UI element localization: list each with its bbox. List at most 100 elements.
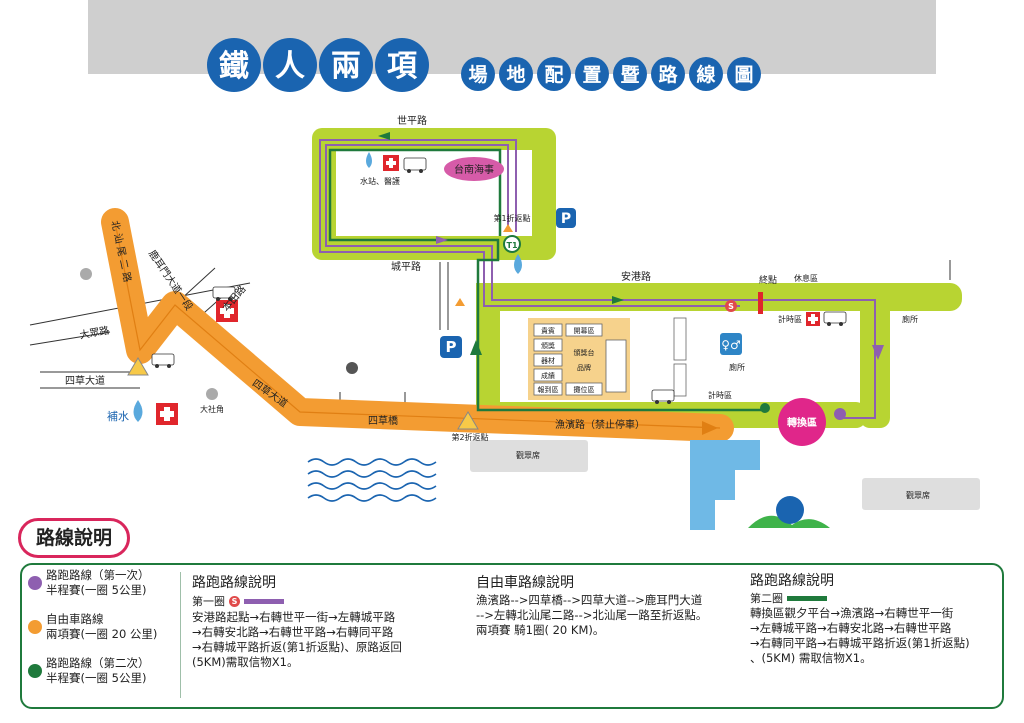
restroom-icon: ♀♂ <box>720 333 742 355</box>
title-sub-8: 圖 <box>734 64 753 86</box>
legend-dot-green <box>28 664 42 678</box>
purple-end-dot <box>834 408 846 420</box>
title-char-4: 項 <box>387 49 418 84</box>
legend-dot-purple <box>28 576 42 590</box>
title-sub: 場 地 配 置 暨 路 線 圖 <box>461 57 761 91</box>
legend-run1-line2: 半程賽(一圈 5公里) <box>46 583 147 597</box>
compound-d: 器材 <box>541 356 555 365</box>
title-sub-4: 置 <box>582 64 601 86</box>
run1-lap-swatch <box>244 598 284 604</box>
run1-line-3: →右轉城平路折返(第1折返點)、原路返回 <box>192 640 402 654</box>
label-finish: 終點 <box>759 274 777 286</box>
finish-line <box>758 292 763 314</box>
svg-text:S: S <box>728 302 734 311</box>
arrow-down-icon <box>872 345 884 360</box>
road-dazhong: 大眾路 <box>78 324 110 342</box>
legend-divider-1 <box>180 572 181 698</box>
turnaround-triangle-icon-3 <box>503 224 513 232</box>
compound: 貴賓 開幕區 頒獎 器材 成績 報到區 攤位區 頒獎台 品牌 <box>528 317 687 400</box>
turnaround-triangle-icon <box>127 357 149 376</box>
first-aid-icon-3 <box>156 403 178 425</box>
legend-bike-line1: 自由車路線 <box>46 612 104 626</box>
school-dot <box>80 268 92 280</box>
parking-icon: P <box>556 208 576 228</box>
ambulance-icon-4 <box>651 389 675 404</box>
compound-e: 成績 <box>541 371 555 380</box>
legend-frame <box>20 563 1004 709</box>
label-viewing2: 觀眾席 <box>906 490 930 500</box>
road-sicao-bridge: 四草橋 <box>368 414 398 427</box>
bike-arrow-icon <box>702 421 718 435</box>
legend-bike-line2: 兩項賽(一圈 20 公里) <box>46 627 158 641</box>
run1-line-4: (5KM)需取信物X1。 <box>192 655 299 669</box>
bike-line-2: -->左轉北汕尾二路-->北汕尾一路至折返點。 <box>476 608 708 622</box>
compound-f: 頒獎台 <box>574 348 595 357</box>
title-char-2: 人 <box>275 49 305 84</box>
svg-text:P: P <box>561 211 571 227</box>
run2-body: 轉換區觀夕平台→漁濱路→右轉世平一街 →左轉城平路→右轉安北路→右轉世平路 →右… <box>750 606 970 666</box>
title-sub-1: 場 <box>468 64 487 86</box>
title-sub-6: 路 <box>658 63 678 86</box>
label-rest-area: 休息區 <box>794 273 818 283</box>
run-route-2 <box>328 148 765 412</box>
arrow-right-icon <box>436 236 448 244</box>
water-drop-icon <box>366 152 372 168</box>
run1-title: 路跑路線說明 <box>192 575 276 591</box>
run2-lap-label: 第二圈 <box>750 592 783 605</box>
run1-line-1: 安港路起點→右轉世平一街→左轉城平路 <box>192 610 396 624</box>
run2-lap: 第二圈 <box>750 590 827 606</box>
title-char-3: 兩 <box>331 49 361 84</box>
legend-title: 路線說明 <box>18 518 130 558</box>
turnaround-triangle-icon-2 <box>457 411 479 430</box>
title-sub-2: 地 <box>506 63 525 86</box>
run2-line-1: 轉換區觀夕平台→漁濱路→右轉世平一街 <box>750 606 954 620</box>
tainan-marine-label: 台南海事 <box>454 163 494 176</box>
sunset-hill <box>748 515 830 528</box>
title-char-1: 鐵 <box>219 49 249 84</box>
title-sub-7: 線 <box>696 63 715 86</box>
legend-dot-orange <box>28 620 42 634</box>
first-aid-icon-4 <box>806 312 820 326</box>
bike-title: 自由車路線說明 <box>476 575 574 591</box>
marker-t1-icon: T1 <box>503 235 521 253</box>
transition-area <box>778 398 826 446</box>
title-sub-3: 配 <box>544 64 563 86</box>
svg-text:♀♂: ♀♂ <box>721 338 741 352</box>
run-route-1 <box>319 139 876 419</box>
run2-title: 路跑路線說明 <box>750 573 834 589</box>
title-sub-5: 暨 <box>620 64 639 86</box>
run1-lap-label: 第一圈 <box>192 595 225 608</box>
viewing-stands <box>470 440 980 510</box>
compound-h: 品牌 <box>577 363 591 372</box>
parking-icon-2: P <box>440 336 462 358</box>
label-second-turn: 第2折返點 <box>451 432 488 442</box>
anping-dot <box>346 362 358 374</box>
title-main: 鐵 人 兩 項 <box>207 38 429 92</box>
label-timing1: 計時區 <box>778 314 802 324</box>
label-water-medical: 水站、醫護 <box>360 176 400 186</box>
tainan-marine <box>444 157 504 181</box>
run2-lap-swatch <box>787 595 827 601</box>
compound-c: 頒獎 <box>541 341 555 350</box>
ambulance-icon-3 <box>151 353 175 368</box>
water-drop-icon-3 <box>133 400 143 422</box>
road-sicao-west: 四草大道 <box>65 374 105 387</box>
bike-line-1: 漁濱路-->四草橋-->四草大道-->鹿耳門大道 <box>476 593 703 607</box>
compound-b: 開幕區 <box>574 326 595 335</box>
turnaround-triangle-icon-4 <box>455 298 465 306</box>
road-chengping: 城平路 <box>391 260 421 273</box>
bike-line-3: 兩項賽 騎1圈( 20 KM)。 <box>476 623 605 637</box>
label-dashe: 大社角 <box>200 404 224 414</box>
road-shiping: 世平路 <box>397 114 427 127</box>
label-timing2: 計時區 <box>708 390 732 400</box>
ambulance-icon <box>403 157 427 173</box>
label-water: 補水 <box>107 410 129 423</box>
run1-line-2: →右轉安北路→右轉世平路→右轉同平路 <box>192 625 394 639</box>
ambulance-icon-5 <box>823 311 847 326</box>
arrow-up-icon <box>470 340 482 355</box>
arrow-right-icon-2 <box>612 296 624 304</box>
dashe-dot <box>206 388 218 400</box>
route-arrows <box>378 132 884 360</box>
green-start-dot <box>760 403 770 413</box>
